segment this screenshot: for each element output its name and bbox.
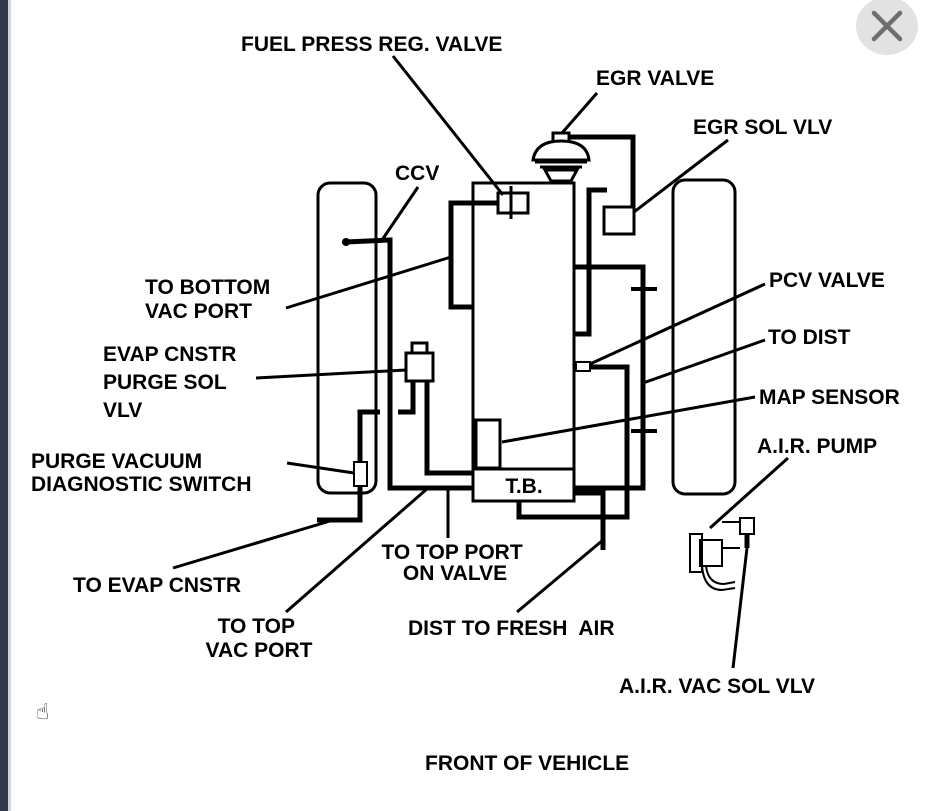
label-to-bottom-vac-port: TO BOTTOM VAC PORT [145,276,276,323]
label-to-top-vac-line-2: VAC PORT [206,639,313,662]
label-purge-line-1: PURGE VACUUM [31,450,202,473]
label-throttle-body: T.B. [505,475,542,498]
label-purge-line-2: DIAGNOSTIC SWITCH [31,473,252,496]
vacuum-hoses [317,134,750,550]
hose-evap-solenoid-switch [398,381,416,415]
close-button[interactable] [856,0,918,55]
hand-cursor-icon: ☝ [36,700,50,725]
label-air-pump: A.I.R. PUMP [757,435,877,458]
label-pcv-valve: PCV VALVE [769,269,885,292]
label-to-top-port-on-valve: TO TOP PORT ON VALVE [381,541,528,585]
left-valve-cover [316,181,378,495]
label-evap-line-1: EVAP CNSTR [103,343,236,366]
hose-to-evap-canister [317,486,363,523]
label-to-top-vac-line-1: TO TOP [218,615,295,638]
hose-pcv [516,364,630,520]
leader-lines [172,55,790,669]
label-egr-valve: EGR VALVE [596,67,714,90]
label-to-top-port-line-2: ON VALVE [403,562,507,585]
label-purge-vacuum-diagnostic-switch: PURGE VACUUM DIAGNOSTIC SWITCH [31,450,252,496]
hose-purge-switch [357,409,380,462]
hose-ccv [345,237,473,491]
evap-purge-solenoid-body [404,351,435,383]
close-icon [871,10,903,42]
egr-solenoid-body [602,205,636,236]
fuel-pressure-regulator [496,186,530,219]
hose-clamps [631,287,657,433]
label-to-bottom-vac-port-line-2: VAC PORT [145,300,252,323]
label-dist-to-fresh-air: DIST TO FRESH AIR [408,617,615,640]
label-evap-line-3: VLV [103,399,142,422]
label-to-evap-cnstr: TO EVAP CNSTR [73,574,241,597]
label-map-sensor: MAP SENSOR [759,386,900,409]
hose-fresh-air [574,490,606,550]
window-left-edge [0,0,14,811]
hose-egr-solenoid-return [574,187,607,337]
hose-distributor [574,264,646,491]
label-evap-line-2: PURGE SOL [103,371,227,394]
hose-evap-solenoid [424,381,473,476]
label-egr-sol-vlv: EGR SOL VLV [693,116,832,139]
components [316,178,737,503]
purge-vacuum-switch-body [353,461,368,487]
right-valve-cover [671,178,737,496]
intake-plenum [471,181,576,472]
label-to-bottom-vac-port-line-1: TO BOTTOM [145,276,270,299]
label-ccv: CCV [395,162,439,185]
label-to-top-vac-port: TO TOP VAC PORT [206,615,313,662]
label-fuel-press-reg-valve: FUEL PRESS REG. VALVE [241,33,502,56]
ccv-port [342,238,350,246]
label-front-of-vehicle: FRONT OF VEHICLE [425,752,629,775]
hose-egr-valve [569,134,636,207]
map-sensor-body [474,418,502,470]
label-to-dist: TO DIST [768,326,851,349]
pcv-valve-body [575,361,591,372]
throttle-body [471,467,576,503]
label-to-top-port-line-1: TO TOP PORT [381,541,522,564]
hose-fuel-regulator [448,200,498,310]
label-evap-cnstr-purge-sol-vlv: EVAP CNSTR PURGE SOL VLV [103,343,242,422]
label-air-vac-sol-vlv: A.I.R. VAC SOL VLV [619,675,815,698]
evap-purge-solenoid-cap [410,341,429,355]
egr-valve-body [531,131,591,183]
